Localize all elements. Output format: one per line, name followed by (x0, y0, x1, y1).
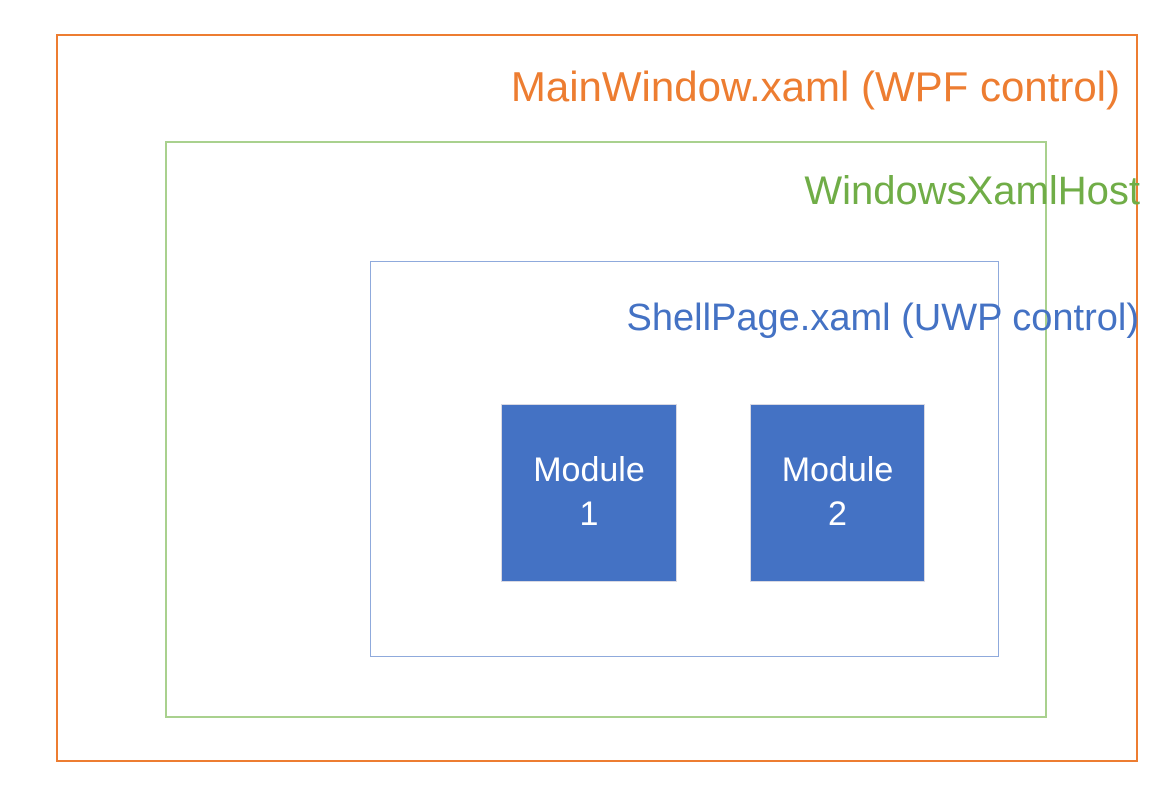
layer-shellpage-xaml (370, 261, 999, 657)
module-box-2-line-2: 2 (828, 495, 847, 533)
module-box-1-line-1: Module (533, 451, 645, 490)
module-box-1-line-2: 1 (579, 495, 599, 533)
layer-mainwindow-xaml (56, 34, 1138, 762)
module-box-2-line-1: Module (781, 451, 894, 490)
module-box-2: Module 2 (750, 404, 925, 582)
layer-label-windowsxamlhost: WindowsXamlHost (804, 169, 1140, 213)
module-box-1: Module 1 (501, 404, 677, 582)
layer-windowsxamlhost (165, 141, 1047, 718)
layer-label-mainwindow-xaml: MainWindow.xaml (WPF control) (510, 63, 1120, 110)
layer-label-shellpage-xaml: ShellPage.xaml (UWP control) (626, 297, 1139, 339)
